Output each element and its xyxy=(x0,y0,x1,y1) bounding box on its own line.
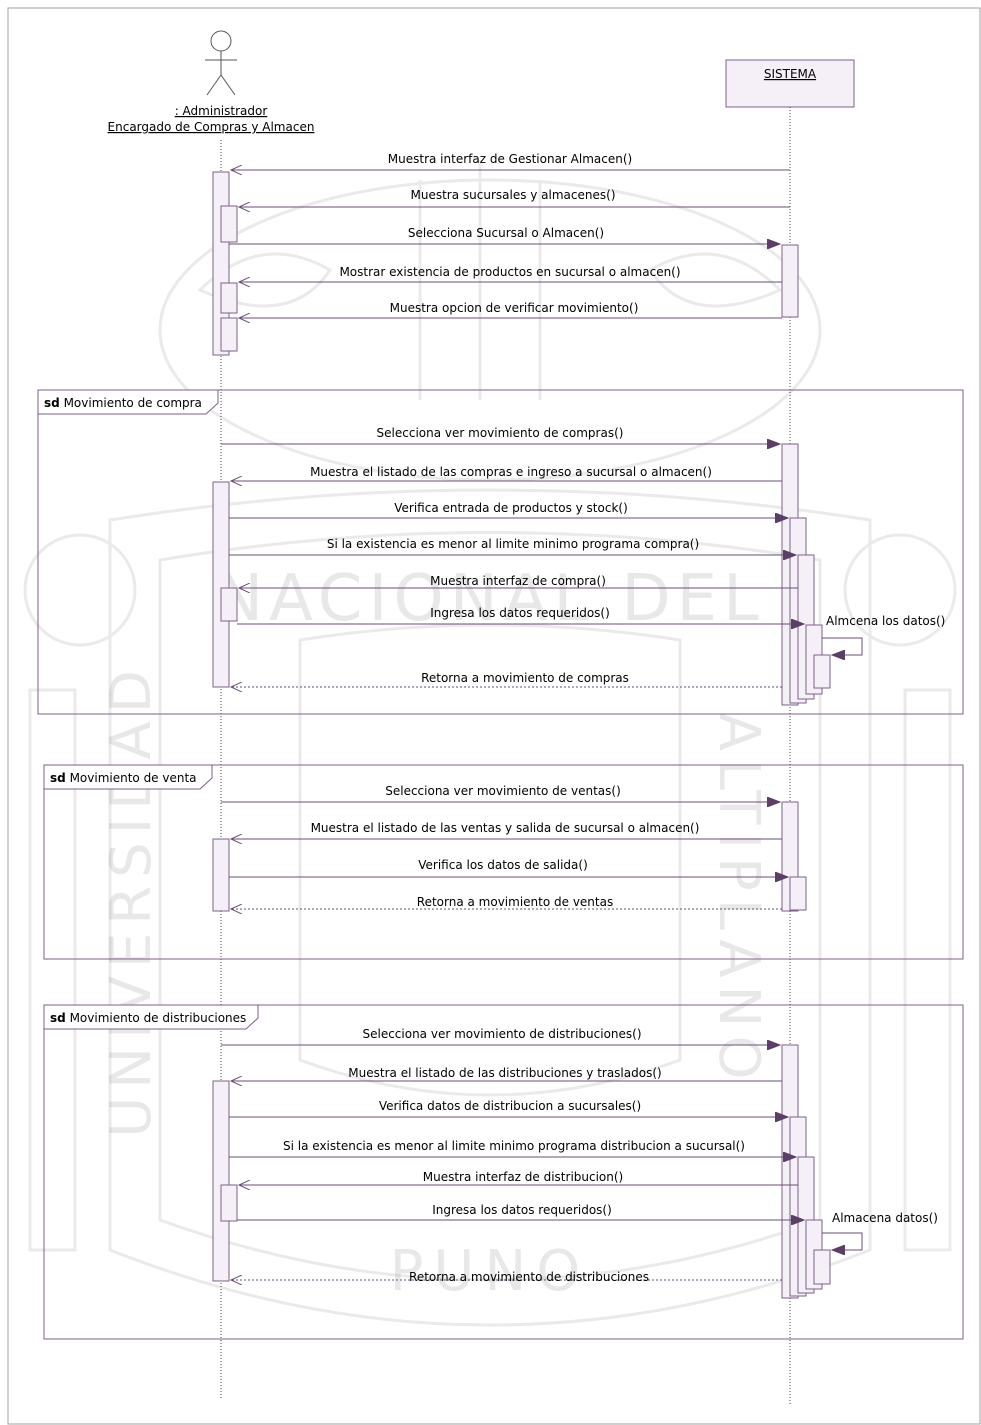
message-label: Si la existencia es menor al limite mini… xyxy=(283,1139,745,1153)
message-label: Retorna a movimiento de distribuciones xyxy=(409,1270,649,1284)
message-label: Selecciona ver movimiento de compras() xyxy=(377,426,624,440)
activation-bar xyxy=(220,1184,238,1222)
activation-bar xyxy=(220,587,238,622)
message-label: Muestra el listado de las distribuciones… xyxy=(348,1066,661,1080)
svg-text:sd Movimiento de venta: sd Movimiento de venta xyxy=(50,771,197,785)
message-label: Mostrar existencia de productos en sucur… xyxy=(339,265,680,279)
frame-name: Movimiento de distribuciones xyxy=(70,1011,247,1025)
system-object-name: SISTEMA xyxy=(764,67,817,81)
actor-administrador xyxy=(205,30,237,96)
actor-name: : Administrador xyxy=(175,104,268,118)
frame-border xyxy=(43,764,964,960)
message-label: Muestra interfaz de distribucion() xyxy=(423,1170,624,1184)
message-label: Verifica los datos de salida() xyxy=(418,858,588,872)
frame-tab xyxy=(43,764,213,790)
self-message-label: Almacena datos() xyxy=(832,1211,938,1225)
message-label: Retorna a movimiento de compras xyxy=(421,671,629,685)
message-label: Verifica entrada de productos y stock() xyxy=(394,501,628,515)
message-label: Selecciona ver movimiento de distribucio… xyxy=(362,1027,641,1041)
activation-bar xyxy=(212,838,230,912)
watermark-text-right: ALTIPLANO xyxy=(706,712,771,1087)
frame-movimiento-compra: sd Movimiento de compra Selecciona ver m… xyxy=(37,389,964,715)
message-label: Muestra sucursales y almacenes() xyxy=(410,188,615,202)
frame-border xyxy=(43,1004,964,1340)
message-label: Muestra el listado de las ventas y salid… xyxy=(311,821,700,835)
message-label: Muestra interfaz de Gestionar Almacen() xyxy=(388,152,632,166)
message-label: Ingresa los datos requeridos() xyxy=(432,1203,612,1217)
activation-bar xyxy=(813,1249,831,1285)
message-label: Muestra interfaz de compra() xyxy=(430,574,606,588)
message-label: Selecciona ver movimiento de ventas() xyxy=(385,784,621,798)
frame-name: Movimiento de compra xyxy=(64,396,202,410)
actor-role: Encargado de Compras y Almacen xyxy=(108,120,315,134)
system-object-box[interactable] xyxy=(725,59,855,108)
watermark-text-left: UNIVERSIDAD xyxy=(99,662,164,1138)
message-label: Ingresa los datos requeridos() xyxy=(430,606,610,620)
frame-keyword: sd xyxy=(44,396,60,410)
message-label: Muestra el listado de las compras e ingr… xyxy=(310,465,712,479)
activation-bar xyxy=(781,244,799,318)
activation-bar xyxy=(212,481,230,688)
university-seal-watermark xyxy=(23,160,957,1327)
activation-bar xyxy=(220,317,238,352)
frame-tab xyxy=(37,389,219,415)
message-label: Muestra opcion de verificar movimiento() xyxy=(390,301,639,315)
frame-keyword: sd xyxy=(50,1011,66,1025)
frame-tab xyxy=(43,1004,259,1030)
activation-bar xyxy=(220,205,238,243)
actor-head-icon xyxy=(210,30,232,52)
activation-bar xyxy=(813,654,831,689)
main-section: Muestra interfaz de Gestionar Almacen() … xyxy=(212,152,799,356)
self-message-label: Almcena los datos() xyxy=(826,614,945,628)
frame-keyword: sd xyxy=(50,771,66,785)
message-label: Verifica datos de distribucion a sucursa… xyxy=(379,1099,641,1113)
watermark-text-bottom: PUNO xyxy=(390,1239,591,1304)
self-message-arrow xyxy=(822,1232,863,1250)
frame-movimiento-venta: sd Movimiento de venta Selecciona ver mo… xyxy=(43,764,964,960)
activation-bar xyxy=(220,282,238,314)
message-label: Selecciona Sucursal o Almacen() xyxy=(408,226,604,240)
activation-bar xyxy=(212,1080,230,1282)
svg-text:sd Movimiento de compra: sd Movimiento de compra xyxy=(44,396,202,410)
svg-text:sd Movimiento de distri: sd Movimiento de distribuciones xyxy=(50,1011,246,1025)
page-border xyxy=(7,7,981,1425)
activation-bar xyxy=(789,876,807,911)
frame-movimiento-distribuciones: sd Movimiento de distribuciones Seleccio… xyxy=(43,1004,964,1340)
frame-name: Movimiento de venta xyxy=(70,771,197,785)
message-label: Retorna a movimiento de ventas xyxy=(417,895,613,909)
frame-border xyxy=(37,389,964,715)
message-label: Si la existencia es menor al limite mini… xyxy=(327,537,699,551)
self-message-arrow xyxy=(822,637,863,655)
